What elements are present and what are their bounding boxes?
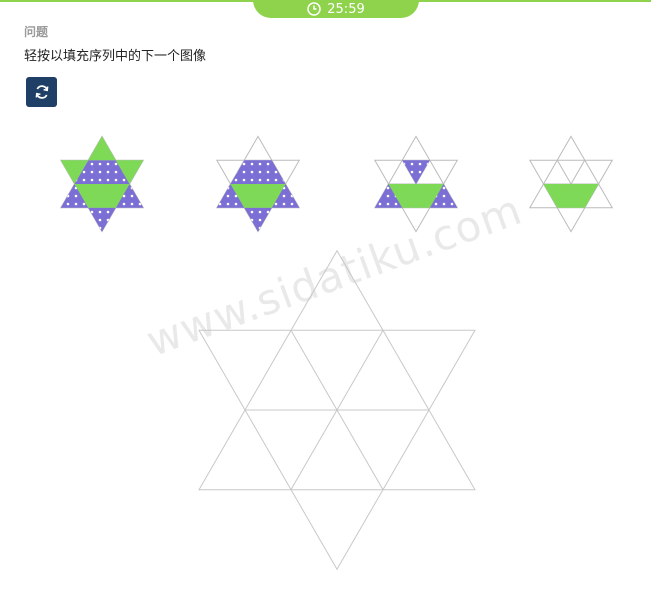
pattern-3 (373, 135, 459, 233)
pattern-1 (59, 135, 145, 233)
refresh-icon (35, 85, 48, 99)
purple-triangle (74, 160, 102, 184)
pattern-2 (215, 135, 301, 233)
purple-triangle (258, 160, 286, 184)
purple-triangle (244, 160, 272, 184)
purple-triangle (102, 160, 130, 184)
pattern-4 (528, 135, 614, 233)
purple-triangle (88, 207, 116, 232)
green-triangle (244, 184, 272, 208)
refresh-button[interactable] (26, 77, 57, 107)
purple-triangle (271, 184, 300, 208)
green-triangle (102, 184, 130, 208)
answer-outline (198, 249, 476, 571)
answer-cell-bottom[interactable] (291, 490, 383, 570)
purple-triangle (230, 160, 258, 184)
clock-icon (307, 2, 322, 16)
answer-cell-top[interactable] (291, 251, 383, 331)
green-triangle (571, 184, 599, 208)
green-triangle (388, 184, 416, 208)
purple-triangle (216, 184, 245, 208)
green-triangle (88, 136, 116, 161)
green-triangle (416, 184, 444, 208)
green-triangle (543, 184, 571, 208)
green-triangle (115, 160, 144, 184)
green-triangle (88, 184, 116, 208)
timer: 25:59 (253, 0, 419, 18)
purple-triangle (402, 160, 430, 184)
purple-triangle (374, 184, 403, 208)
question-label: 问题 (24, 25, 49, 39)
green-triangle (230, 184, 258, 208)
purple-triangle (115, 184, 144, 208)
green-triangle (258, 184, 286, 208)
question-text: 轻按以填充序列中的下一个图像 (24, 49, 207, 64)
purple-triangle (88, 160, 116, 184)
timer-text: 25:59 (327, 1, 365, 17)
purple-triangle (429, 184, 458, 208)
green-triangle (557, 184, 585, 208)
green-triangle (402, 184, 430, 208)
green-triangle (60, 160, 89, 184)
purple-triangle (244, 207, 272, 232)
green-triangle (74, 184, 102, 208)
purple-triangle (60, 184, 89, 208)
